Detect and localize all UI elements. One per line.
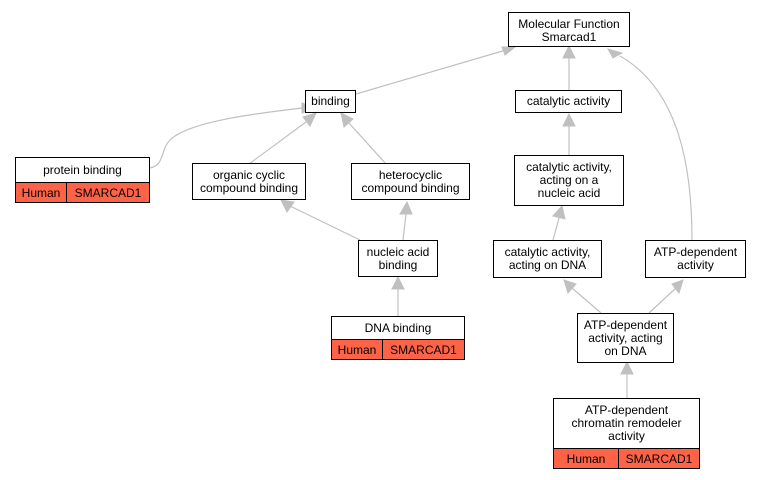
arrowhead bbox=[302, 112, 317, 127]
gene-cell: SMARCAD1 bbox=[67, 183, 150, 203]
arrowhead bbox=[391, 275, 405, 290]
edge-organic-binding bbox=[248, 121, 307, 165]
arrowhead bbox=[562, 112, 576, 127]
node-catalytic-activity-nucleic-acid[interactable]: catalytic activity, acting on a nucleic … bbox=[514, 155, 624, 206]
arrowhead bbox=[399, 200, 413, 215]
species-cell: Human bbox=[331, 340, 383, 360]
node-organic-cyclic-compound-binding[interactable]: organic cyclic compound binding bbox=[192, 163, 306, 200]
arrowhead bbox=[563, 279, 577, 294]
arrowhead bbox=[501, 46, 517, 56]
edge-binding-root bbox=[355, 49, 507, 95]
edge-atpdep-root bbox=[619, 55, 693, 241]
gene-cell: SMARCAD1 bbox=[619, 449, 700, 469]
species-cell: Human bbox=[15, 183, 67, 203]
node-label: DNA binding bbox=[364, 320, 432, 335]
node-catalytic-activity[interactable]: catalytic activity bbox=[515, 90, 622, 113]
annotation-row: Human SMARCAD1 bbox=[553, 448, 700, 469]
node-label: catalytic activity bbox=[526, 94, 611, 108]
edge-protein-binding bbox=[149, 107, 303, 169]
node-atp-dependent-activity[interactable]: ATP-dependent activity bbox=[645, 240, 746, 278]
node-label: catalytic activity, acting on a nucleic … bbox=[526, 160, 612, 200]
edge-nucleic-organic bbox=[289, 205, 361, 241]
arrowhead bbox=[280, 199, 295, 213]
node-label: nucleic acid binding bbox=[366, 244, 430, 272]
annotation-row: Human SMARCAD1 bbox=[331, 339, 465, 360]
node-label: binding bbox=[311, 94, 350, 108]
arrowhead bbox=[562, 44, 576, 59]
arrowhead bbox=[552, 204, 566, 220]
node-protein-binding[interactable]: protein binding Human SMARCAD1 bbox=[15, 157, 150, 203]
node-label: protein binding bbox=[43, 162, 122, 177]
edge-catdna-catnucleic bbox=[552, 217, 560, 241]
arrowhead bbox=[620, 360, 634, 375]
node-label: ATP-dependent chromatin remodeler activi… bbox=[571, 402, 682, 443]
node-heterocyclic-compound-binding[interactable]: heterocyclic compound binding bbox=[351, 163, 470, 200]
node-binding[interactable]: binding bbox=[305, 90, 356, 113]
arrowhead bbox=[340, 112, 354, 128]
node-label: catalytic activity, acting on DNA bbox=[504, 245, 591, 272]
node-label: ATP-dependent activity, acting on DNA bbox=[583, 317, 668, 358]
edge-hetero-binding bbox=[348, 122, 387, 165]
node-dna-binding[interactable]: DNA binding Human SMARCAD1 bbox=[331, 316, 465, 360]
node-label: ATP-dependent activity bbox=[653, 245, 738, 272]
node-nucleic-acid-binding[interactable]: nucleic acid binding bbox=[358, 240, 438, 277]
node-label: organic cyclic compound binding bbox=[199, 167, 299, 195]
gene-cell: SMARCAD1 bbox=[383, 340, 465, 360]
annotation-row: Human SMARCAD1 bbox=[15, 182, 150, 203]
species-cell: Human bbox=[553, 449, 619, 469]
node-label: Molecular Function Smarcad1 bbox=[518, 16, 620, 44]
arrowhead bbox=[606, 48, 624, 59]
node-chromatin-remodeler-activity[interactable]: ATP-dependent chromatin remodeler activi… bbox=[553, 398, 700, 469]
node-atp-dependent-activity-dna[interactable]: ATP-dependent activity, acting on DNA bbox=[577, 313, 674, 363]
node-root[interactable]: Molecular Function Smarcad1 bbox=[508, 12, 630, 47]
arrowhead bbox=[671, 279, 684, 295]
edge-nucleic-hetero bbox=[402, 213, 407, 241]
edge-atpdna-catdna bbox=[571, 287, 602, 314]
node-catalytic-activity-dna[interactable]: catalytic activity, acting on DNA bbox=[493, 240, 602, 278]
edge-atpdna-atpdep bbox=[648, 287, 677, 314]
node-label: heterocyclic compound binding bbox=[361, 167, 460, 195]
